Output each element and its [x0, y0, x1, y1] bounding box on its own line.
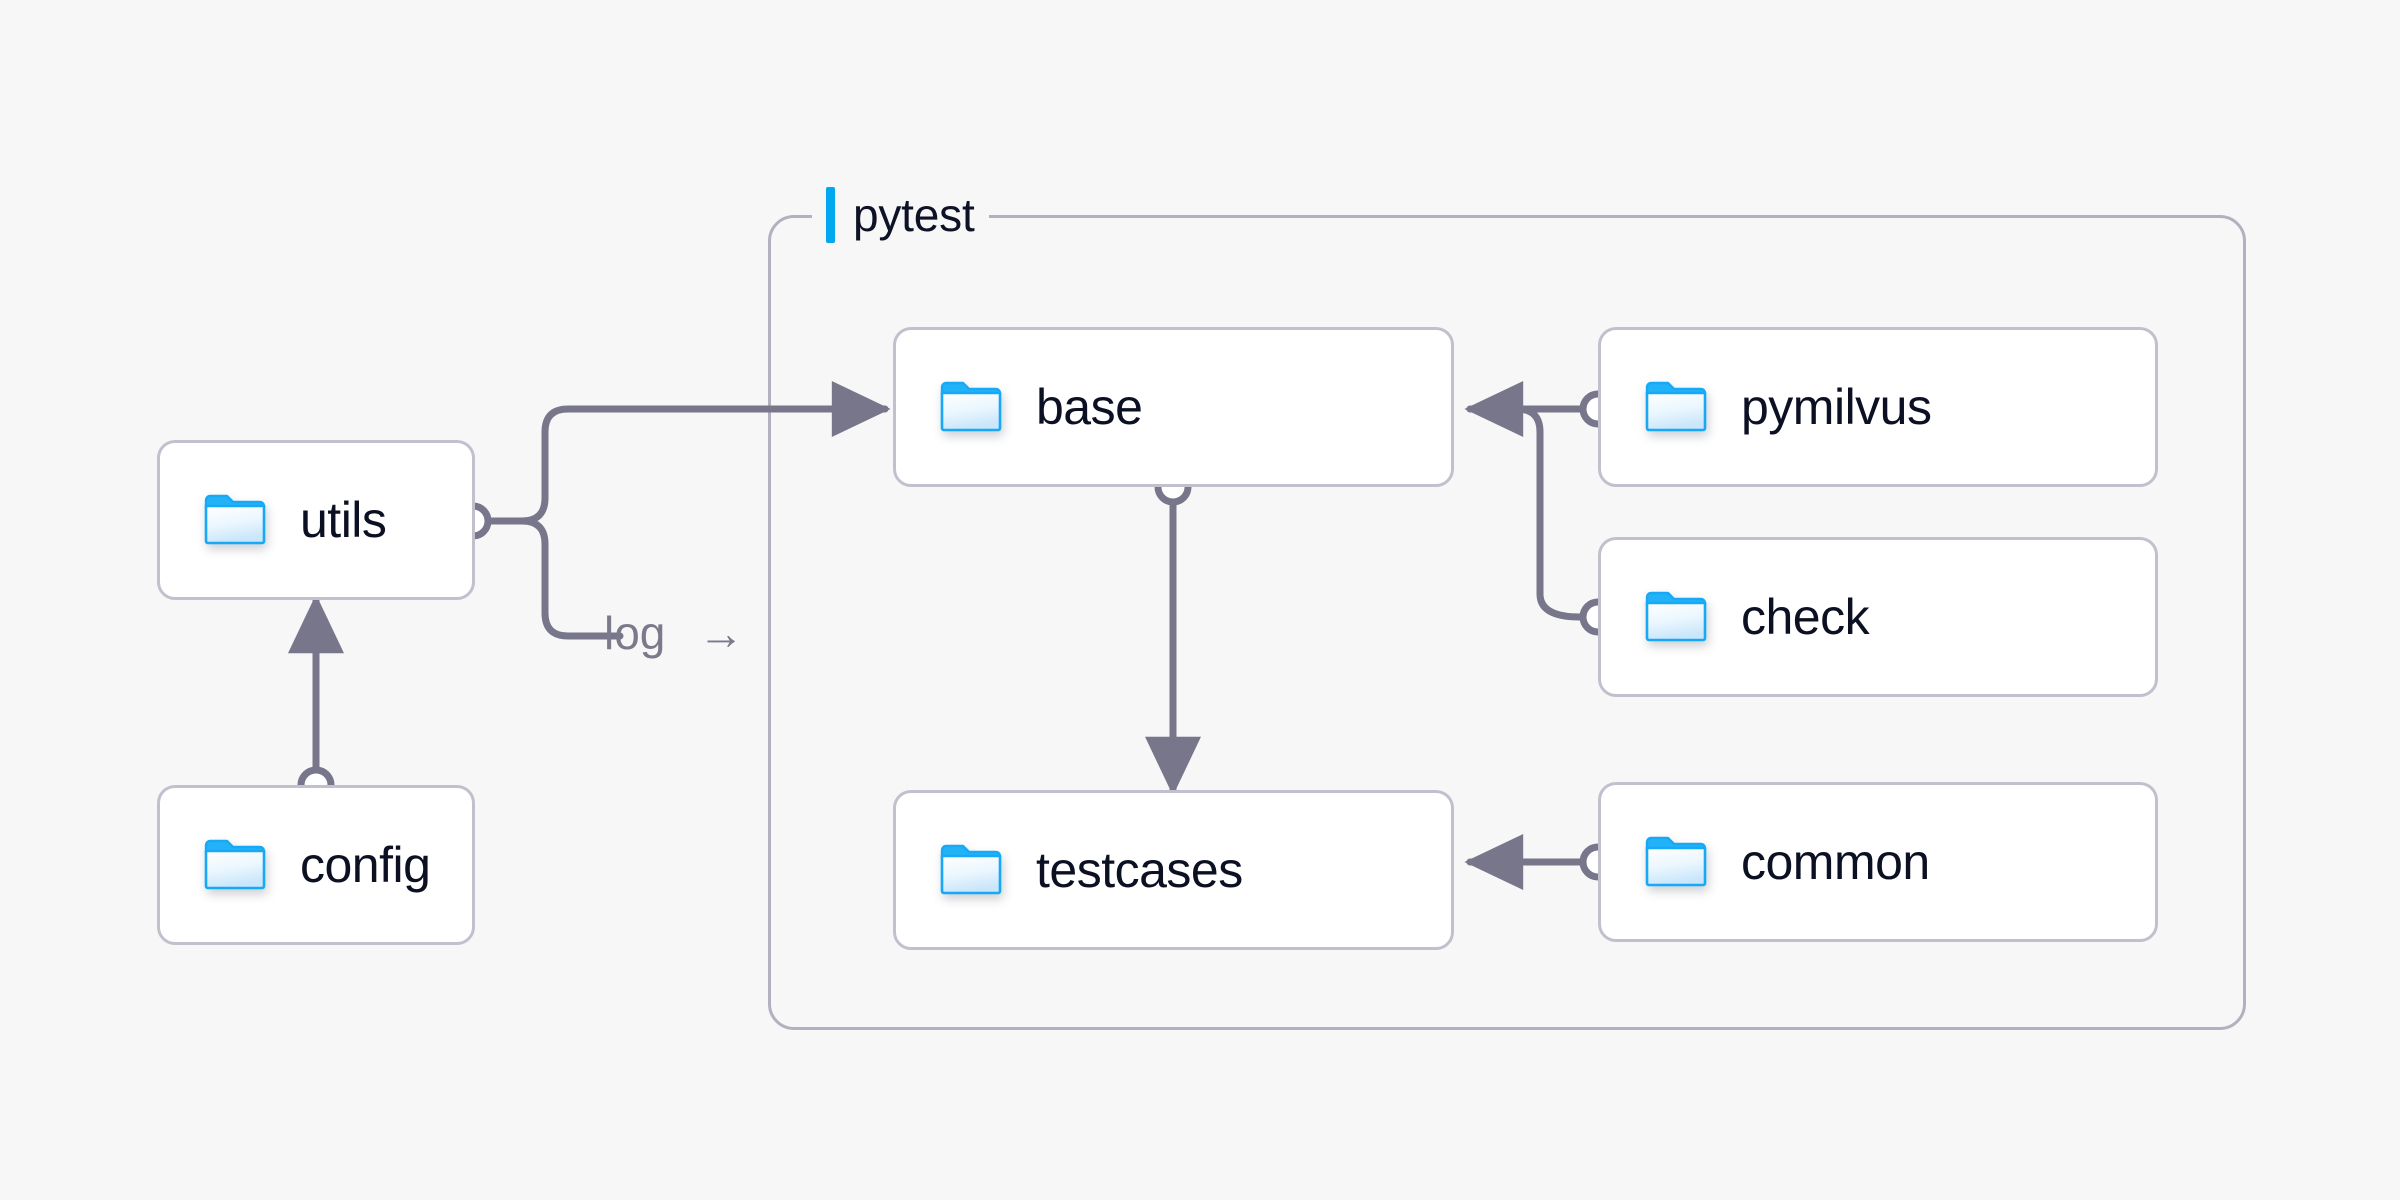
folder-icon — [940, 844, 1002, 896]
group-pytest — [768, 215, 2246, 1030]
group-accent-bar — [826, 187, 835, 243]
group-pytest-label: pytest — [853, 189, 975, 241]
log-arrow-icon: → — [698, 607, 745, 659]
node-check[interactable]: check — [1598, 537, 2158, 697]
node-utils[interactable]: utils — [157, 440, 475, 600]
node-utils-label: utils — [300, 492, 387, 548]
node-base[interactable]: base — [893, 327, 1454, 487]
folder-icon — [1645, 381, 1707, 433]
node-common-label: common — [1741, 834, 1930, 890]
folder-icon — [204, 839, 266, 891]
node-config[interactable]: config — [157, 785, 475, 945]
folder-icon — [940, 381, 1002, 433]
folder-icon — [204, 494, 266, 546]
log-text: log — [604, 607, 666, 659]
node-base-label: base — [1036, 379, 1143, 435]
node-check-label: check — [1741, 589, 1870, 645]
node-testcases-label: testcases — [1036, 842, 1243, 898]
node-config-label: config — [300, 837, 431, 893]
node-pymilvus[interactable]: pymilvus — [1598, 327, 2158, 487]
edge-label-log: log → — [604, 606, 744, 660]
edge-utils-to-log — [486, 517, 624, 640]
node-common[interactable]: common — [1598, 782, 2158, 942]
node-testcases[interactable]: testcases — [893, 790, 1454, 950]
folder-icon — [1645, 591, 1707, 643]
node-pymilvus-label: pymilvus — [1741, 379, 1932, 435]
group-pytest-label-wrap: pytest — [812, 183, 989, 247]
folder-icon — [1645, 836, 1707, 888]
